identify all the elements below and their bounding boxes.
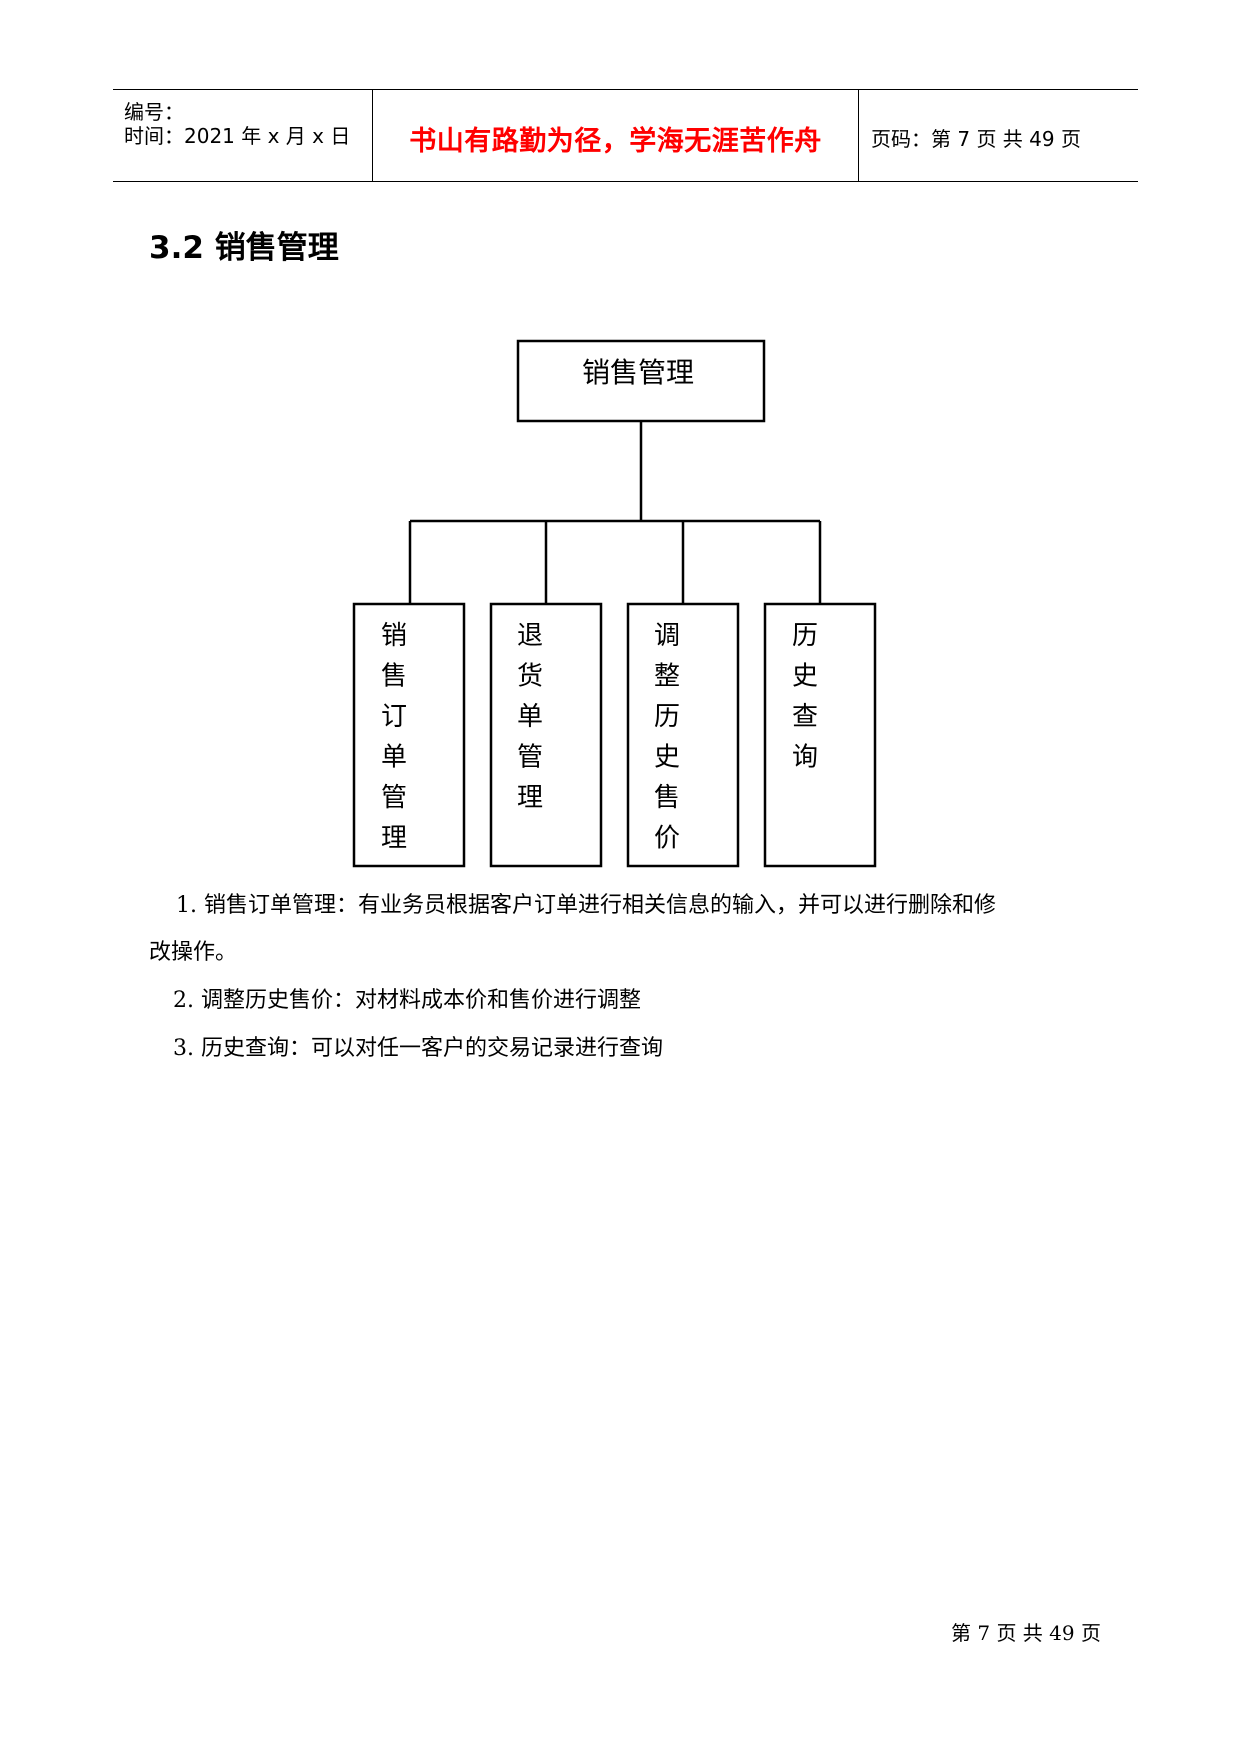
root-label: 销售管理 (582, 356, 694, 389)
page-header: 编号： 时间：2021 年 x 月 x 日 书山有路勤为径，学海无涯苦作舟 页码… (113, 89, 1138, 182)
page-footer: 第 7 页 共 49 页 (951, 1621, 1101, 1645)
page-code-label: 页码：第 7 页 共 49 页 (871, 127, 1081, 151)
header-page-cell: 页码：第 7 页 共 49 页 (859, 90, 1138, 181)
child-label-1: 销售订单管理 (381, 621, 407, 854)
section-title: 3.2 销售管理 (149, 230, 339, 266)
document-date-label: 时间：2021 年 x 月 x 日 (124, 124, 351, 148)
paragraph-2: 2. 调整历史售价：对材料成本价和售价进行调整 (173, 988, 641, 1013)
child-box-2 (489, 602, 603, 868)
child-box-3 (626, 602, 740, 868)
child-box-4 (763, 602, 877, 868)
root-box (516, 339, 766, 423)
header-motto-cell: 书山有路勤为径，学海无涯苦作舟 (373, 90, 859, 181)
paragraph-1-line-1: 1. 销售订单管理：有业务员根据客户订单进行相关信息的输入，并可以进行删除和修 (176, 893, 996, 918)
paragraph-1-line-2: 改操作。 (149, 940, 238, 965)
child-label-3: 调整历史售价 (654, 621, 680, 854)
child-label-4: 历史查询 (792, 621, 818, 773)
motto-text: 书山有路勤为径，学海无涯苦作舟 (409, 126, 822, 157)
child-box-1 (352, 602, 466, 868)
child-label-2: 退货单管理 (517, 621, 543, 813)
document-number-label: 编号： (124, 100, 184, 124)
paragraph-3: 3. 历史查询：可以对任一客户的交易记录进行查询 (173, 1036, 663, 1061)
header-info-cell: 编号： 时间：2021 年 x 月 x 日 (113, 90, 373, 181)
